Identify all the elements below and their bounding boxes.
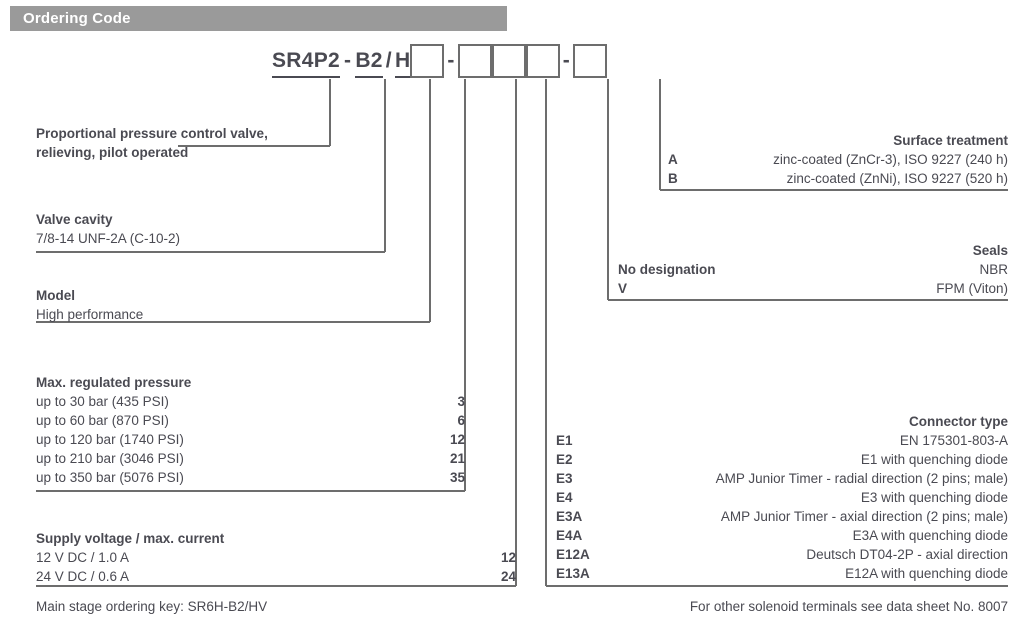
connector-key: E2 (556, 452, 573, 467)
ordering-code-string: SR4P2 - B2 / H - - (272, 44, 607, 78)
block-model: Model High performance (36, 286, 376, 324)
voltage-code: 12 (500, 550, 516, 565)
seals-key: No designation (618, 262, 716, 277)
pressure-row: up to 120 bar (1740 PSI) 12 (36, 430, 465, 449)
connector-key: E3A (556, 509, 583, 524)
code-box-seals[interactable] (525, 44, 560, 78)
connector-row: E4 E3 with quenching diode (556, 488, 1008, 507)
connector-desc: EN 175301-803-A (899, 433, 1008, 448)
pressure-code: 6 (457, 413, 465, 428)
pressure-row: up to 60 bar (870 PSI) 6 (36, 411, 465, 430)
seals-row: V FPM (Viton) (618, 279, 1008, 298)
block-valve-cavity: Valve cavity 7/8-14 UNF-2A (C-10-2) (36, 210, 376, 248)
pressure-label: up to 210 bar (3046 PSI) (36, 451, 184, 466)
connector-key: E4 (556, 490, 573, 505)
footer-left-note: Main stage ordering key: SR6H-B2/HV (36, 599, 268, 614)
connector-key: E1 (556, 433, 573, 448)
product-heading-line1: Proportional pressure control valve, (36, 126, 268, 141)
connector-desc: E3 with quenching diode (860, 490, 1008, 505)
pressure-heading: Max. regulated pressure (36, 375, 192, 390)
pressure-label: up to 120 bar (1740 PSI) (36, 432, 184, 447)
code-box-connector[interactable] (491, 44, 526, 78)
block-supply-voltage: Supply voltage / max. current 12 V DC / … (36, 529, 516, 586)
code-segment-model: H (394, 44, 411, 78)
code-dash-2: - (447, 49, 455, 72)
pressure-row: up to 350 bar (5076 PSI) 35 (36, 468, 465, 487)
block-surface-treatment: Surface treatment A zinc-coated (ZnCr-3)… (668, 131, 1008, 188)
page-title: Ordering Code (23, 10, 131, 27)
connector-row: E3A AMP Junior Timer - axial direction (… (556, 507, 1008, 526)
surface-desc: zinc-coated (ZnCr-3), ISO 9227 (240 h) (773, 152, 1008, 167)
pressure-code: 12 (449, 432, 465, 447)
product-heading-line2: relieving, pilot operated (36, 145, 189, 160)
code-dash-3: - (562, 49, 570, 72)
code-slash: / (385, 49, 392, 72)
pressure-row: up to 210 bar (3046 PSI) 21 (36, 449, 465, 468)
pressure-label: up to 30 bar (435 PSI) (36, 394, 169, 409)
connector-desc: Deutsch DT04-2P - axial direction (806, 547, 1008, 562)
connector-desc: E1 with quenching diode (860, 452, 1008, 467)
seals-desc: NBR (979, 262, 1008, 277)
surface-heading: Surface treatment (893, 133, 1008, 148)
pressure-code: 35 (449, 470, 465, 485)
connector-row: E1 EN 175301-803-A (556, 431, 1008, 450)
voltage-row: 12 V DC / 1.0 A 12 (36, 548, 516, 567)
model-value: High performance (36, 307, 144, 322)
connector-key: E13A (556, 566, 590, 581)
section-header-bar: Ordering Code (10, 6, 507, 31)
cavity-heading: Valve cavity (36, 212, 113, 227)
pressure-label: up to 60 bar (870 PSI) (36, 413, 169, 428)
connector-row: E3 AMP Junior Timer - radial direction (… (556, 469, 1008, 488)
surface-key: A (668, 152, 678, 167)
pressure-row: up to 30 bar (435 PSI) 3 (36, 392, 465, 411)
connector-desc: AMP Junior Timer - axial direction (2 pi… (720, 509, 1008, 524)
connector-heading: Connector type (908, 414, 1008, 429)
code-segment-cavity: B2 (355, 44, 383, 78)
code-segment-base: SR4P2 (272, 44, 341, 78)
block-max-pressure: Max. regulated pressure up to 30 bar (43… (36, 373, 465, 487)
connector-row: E2 E1 with quenching diode (556, 450, 1008, 469)
cavity-value: 7/8-14 UNF-2A (C-10-2) (36, 231, 181, 246)
connector-desc: E3A with quenching diode (852, 528, 1008, 543)
code-box-surface[interactable] (573, 44, 607, 78)
model-heading: Model (36, 288, 75, 303)
surface-row: B zinc-coated (ZnNi), ISO 9227 (520 h) (668, 169, 1008, 188)
seals-key: V (618, 281, 628, 296)
connector-key: E3 (556, 471, 573, 486)
connector-key: E4A (556, 528, 583, 543)
surface-desc: zinc-coated (ZnNi), ISO 9227 (520 h) (786, 171, 1008, 186)
seals-row: No designation NBR (618, 260, 1008, 279)
code-box-pressure[interactable] (410, 44, 445, 78)
voltage-row: 24 V DC / 0.6 A 24 (36, 567, 516, 586)
surface-key: B (668, 171, 678, 186)
pressure-label: up to 350 bar (5076 PSI) (36, 470, 184, 485)
pressure-code: 21 (449, 451, 465, 466)
voltage-code: 24 (500, 569, 516, 584)
block-product: Proportional pressure control valve, rel… (36, 124, 336, 162)
voltage-heading: Supply voltage / max. current (36, 531, 225, 546)
footer-right-note: For other solenoid terminals see data sh… (689, 599, 1008, 614)
seals-desc: FPM (Viton) (936, 281, 1008, 296)
seals-heading: Seals (972, 243, 1008, 258)
connector-desc: AMP Junior Timer - radial direction (2 p… (715, 471, 1008, 486)
voltage-label: 24 V DC / 0.6 A (36, 569, 130, 584)
code-dash-1: - (344, 49, 352, 72)
connector-desc: E12A with quenching diode (845, 566, 1008, 581)
code-box-voltage[interactable] (457, 44, 492, 78)
block-connector-type: Connector type E1 EN 175301-803-A E2 E1 … (556, 412, 1008, 583)
connector-key: E12A (556, 547, 590, 562)
pressure-code: 3 (457, 394, 465, 409)
connector-row: E12A Deutsch DT04-2P - axial direction (556, 545, 1008, 564)
block-seals: Seals No designation NBR V FPM (Viton) (618, 241, 1008, 298)
surface-row: A zinc-coated (ZnCr-3), ISO 9227 (240 h) (668, 150, 1008, 169)
connector-row: E13A E12A with quenching diode (556, 564, 1008, 583)
connector-row: E4A E3A with quenching diode (556, 526, 1008, 545)
voltage-label: 12 V DC / 1.0 A (36, 550, 130, 565)
